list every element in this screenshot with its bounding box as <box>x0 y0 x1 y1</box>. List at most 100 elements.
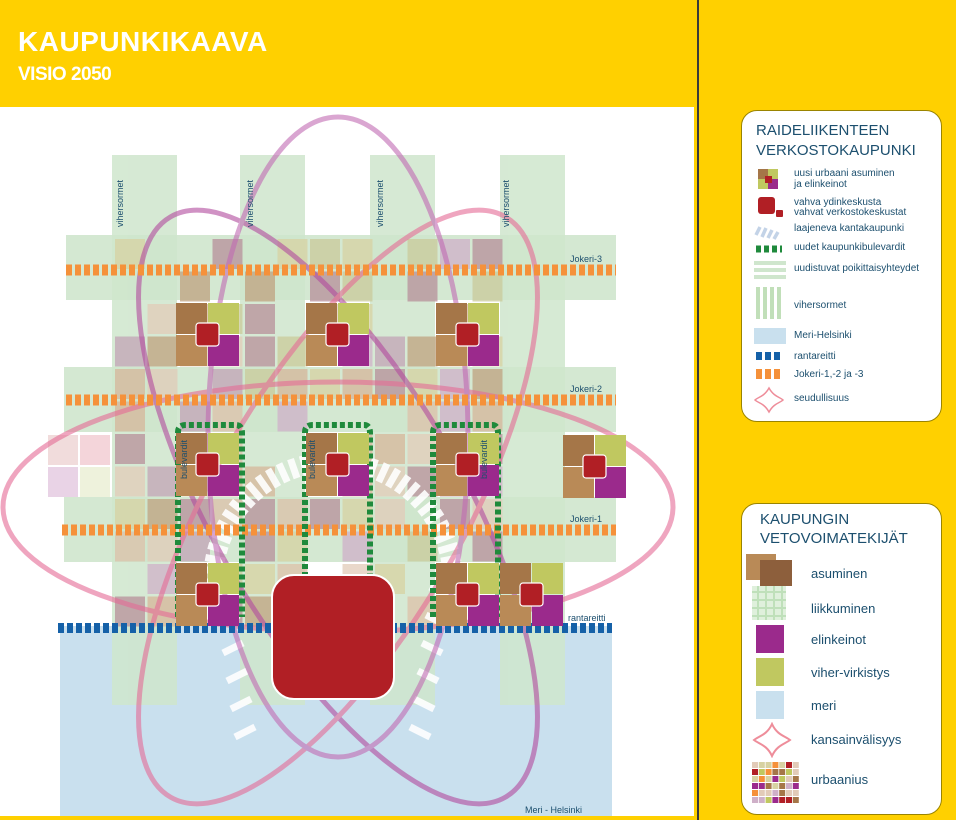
ray <box>275 462 291 484</box>
legend-rail-network: RAIDELIIKENTEEN VERKOSTOKAUPUNKI uusi ur… <box>741 110 942 422</box>
city-centre-swatch <box>758 197 783 217</box>
urban-tile <box>310 499 340 529</box>
boulevards <box>175 422 501 617</box>
ray <box>410 489 430 509</box>
legend-item: liikkuminen <box>811 601 876 616</box>
label-vihersormet: vihersormet <box>375 179 385 227</box>
legend-item: uusi urbaani asuminen <box>794 168 895 179</box>
sea-swatch <box>754 328 786 344</box>
green-fingers-swatch <box>756 287 781 319</box>
urban-tile <box>147 499 178 529</box>
international-swatch <box>752 722 792 758</box>
ray <box>437 542 459 555</box>
housing-swatch <box>746 554 792 586</box>
page-subtitle: VISIO 2050 <box>18 64 112 85</box>
jokeri-swatch <box>756 369 782 379</box>
label-bulevardit: bulevardit <box>479 439 489 479</box>
urban-tile <box>310 239 340 269</box>
ray <box>420 639 444 657</box>
urban-tile <box>245 564 275 594</box>
legend-item: meri <box>811 698 837 713</box>
urban-tile <box>80 435 110 465</box>
sea-swatch <box>756 691 784 719</box>
urban-tile <box>147 336 178 367</box>
legend-title: VERKOSTOKAUPUNKI <box>756 142 916 159</box>
legend-item: vahva ydinkeskusta <box>794 197 882 208</box>
label-jokeri-3: Jokeri-3 <box>570 254 602 264</box>
urban-tile <box>245 304 275 334</box>
jokeri-lines <box>62 264 616 536</box>
ray <box>416 667 440 685</box>
ray <box>287 458 301 480</box>
urban-tile <box>180 271 210 302</box>
legend-item: laajeneva kantakaupunki <box>794 223 905 234</box>
urban-tile <box>407 239 438 269</box>
ray <box>221 508 243 526</box>
label-rantareitti: rantareitti <box>568 613 606 623</box>
boulevard-swatch <box>756 245 782 253</box>
legend-title: RAIDELIIKENTEEN <box>756 122 890 139</box>
legend-item: viher-virkistys <box>811 665 890 680</box>
network-centre <box>176 433 239 496</box>
recreation-swatch <box>756 658 784 686</box>
urban-tile <box>147 304 178 334</box>
ray <box>225 667 249 685</box>
urban-tile <box>375 499 405 529</box>
network-centre <box>500 563 563 626</box>
urban-tile <box>147 531 178 562</box>
urban-tile <box>277 401 308 432</box>
network-centre <box>436 433 499 496</box>
urban-tile <box>472 271 503 302</box>
urban-tile <box>115 466 145 497</box>
urban-tile <box>147 466 178 497</box>
ray <box>233 723 257 741</box>
legend-item: vihersormet <box>794 300 847 311</box>
shore-route-swatch <box>756 352 782 360</box>
ray <box>254 474 273 495</box>
label-jokeri-2: Jokeri-2 <box>570 384 602 394</box>
urban-tile <box>342 239 373 269</box>
ray <box>402 481 421 502</box>
regional-swatch <box>753 386 785 414</box>
ray <box>393 474 412 495</box>
legend-item: vahvat verkostokeskustat <box>794 207 907 218</box>
legend-item: kansainvälisyys <box>811 732 902 747</box>
urban-tile <box>115 434 145 464</box>
legend-item: uudet kaupunkibulevardit <box>794 242 906 253</box>
label-jokeri-1: Jokeri-1 <box>570 514 602 524</box>
legend-item: ja elinkeinot <box>794 179 847 190</box>
urban-tile <box>245 531 275 562</box>
label-vihersormet: vihersormet <box>245 179 255 227</box>
legend-item: elinkeinot <box>811 632 866 647</box>
label-vihersormet: vihersormet <box>501 179 511 227</box>
label-vihersormet: vihersormet <box>115 179 125 227</box>
label-bulevardit: bulevardit <box>307 439 317 479</box>
urban-tile <box>115 499 145 529</box>
urban-tile <box>48 467 78 497</box>
network-centre <box>306 303 369 366</box>
ray <box>229 695 253 713</box>
ray <box>264 467 282 489</box>
network-centre <box>436 563 499 626</box>
network-centres <box>176 303 626 626</box>
legend-item: uudistuvat poikittaisyhteydet <box>794 263 920 274</box>
ray <box>236 489 256 509</box>
legend-title: VETOVOIMATEKIJÄT <box>760 530 908 547</box>
header-banner: KAUPUNKIKAAVA VISIO 2050 <box>0 0 697 107</box>
page-title: KAUPUNKIKAAVA <box>18 26 268 57</box>
ray <box>375 462 391 484</box>
business-swatch <box>756 625 784 653</box>
urban-tile <box>115 369 145 399</box>
urban-tile <box>212 369 243 399</box>
bottom-strip <box>0 816 697 820</box>
urban-tile <box>80 467 110 497</box>
ray <box>204 553 226 565</box>
mobility-swatch <box>752 586 786 620</box>
legend-item: Jokeri-1,-2 ja -3 <box>794 369 864 380</box>
ray <box>384 467 402 489</box>
network-centre <box>176 563 239 626</box>
urban-tile <box>472 239 503 269</box>
ray <box>412 695 436 713</box>
network-centre <box>306 433 369 496</box>
legend-title: KAUPUNGIN <box>760 511 850 528</box>
